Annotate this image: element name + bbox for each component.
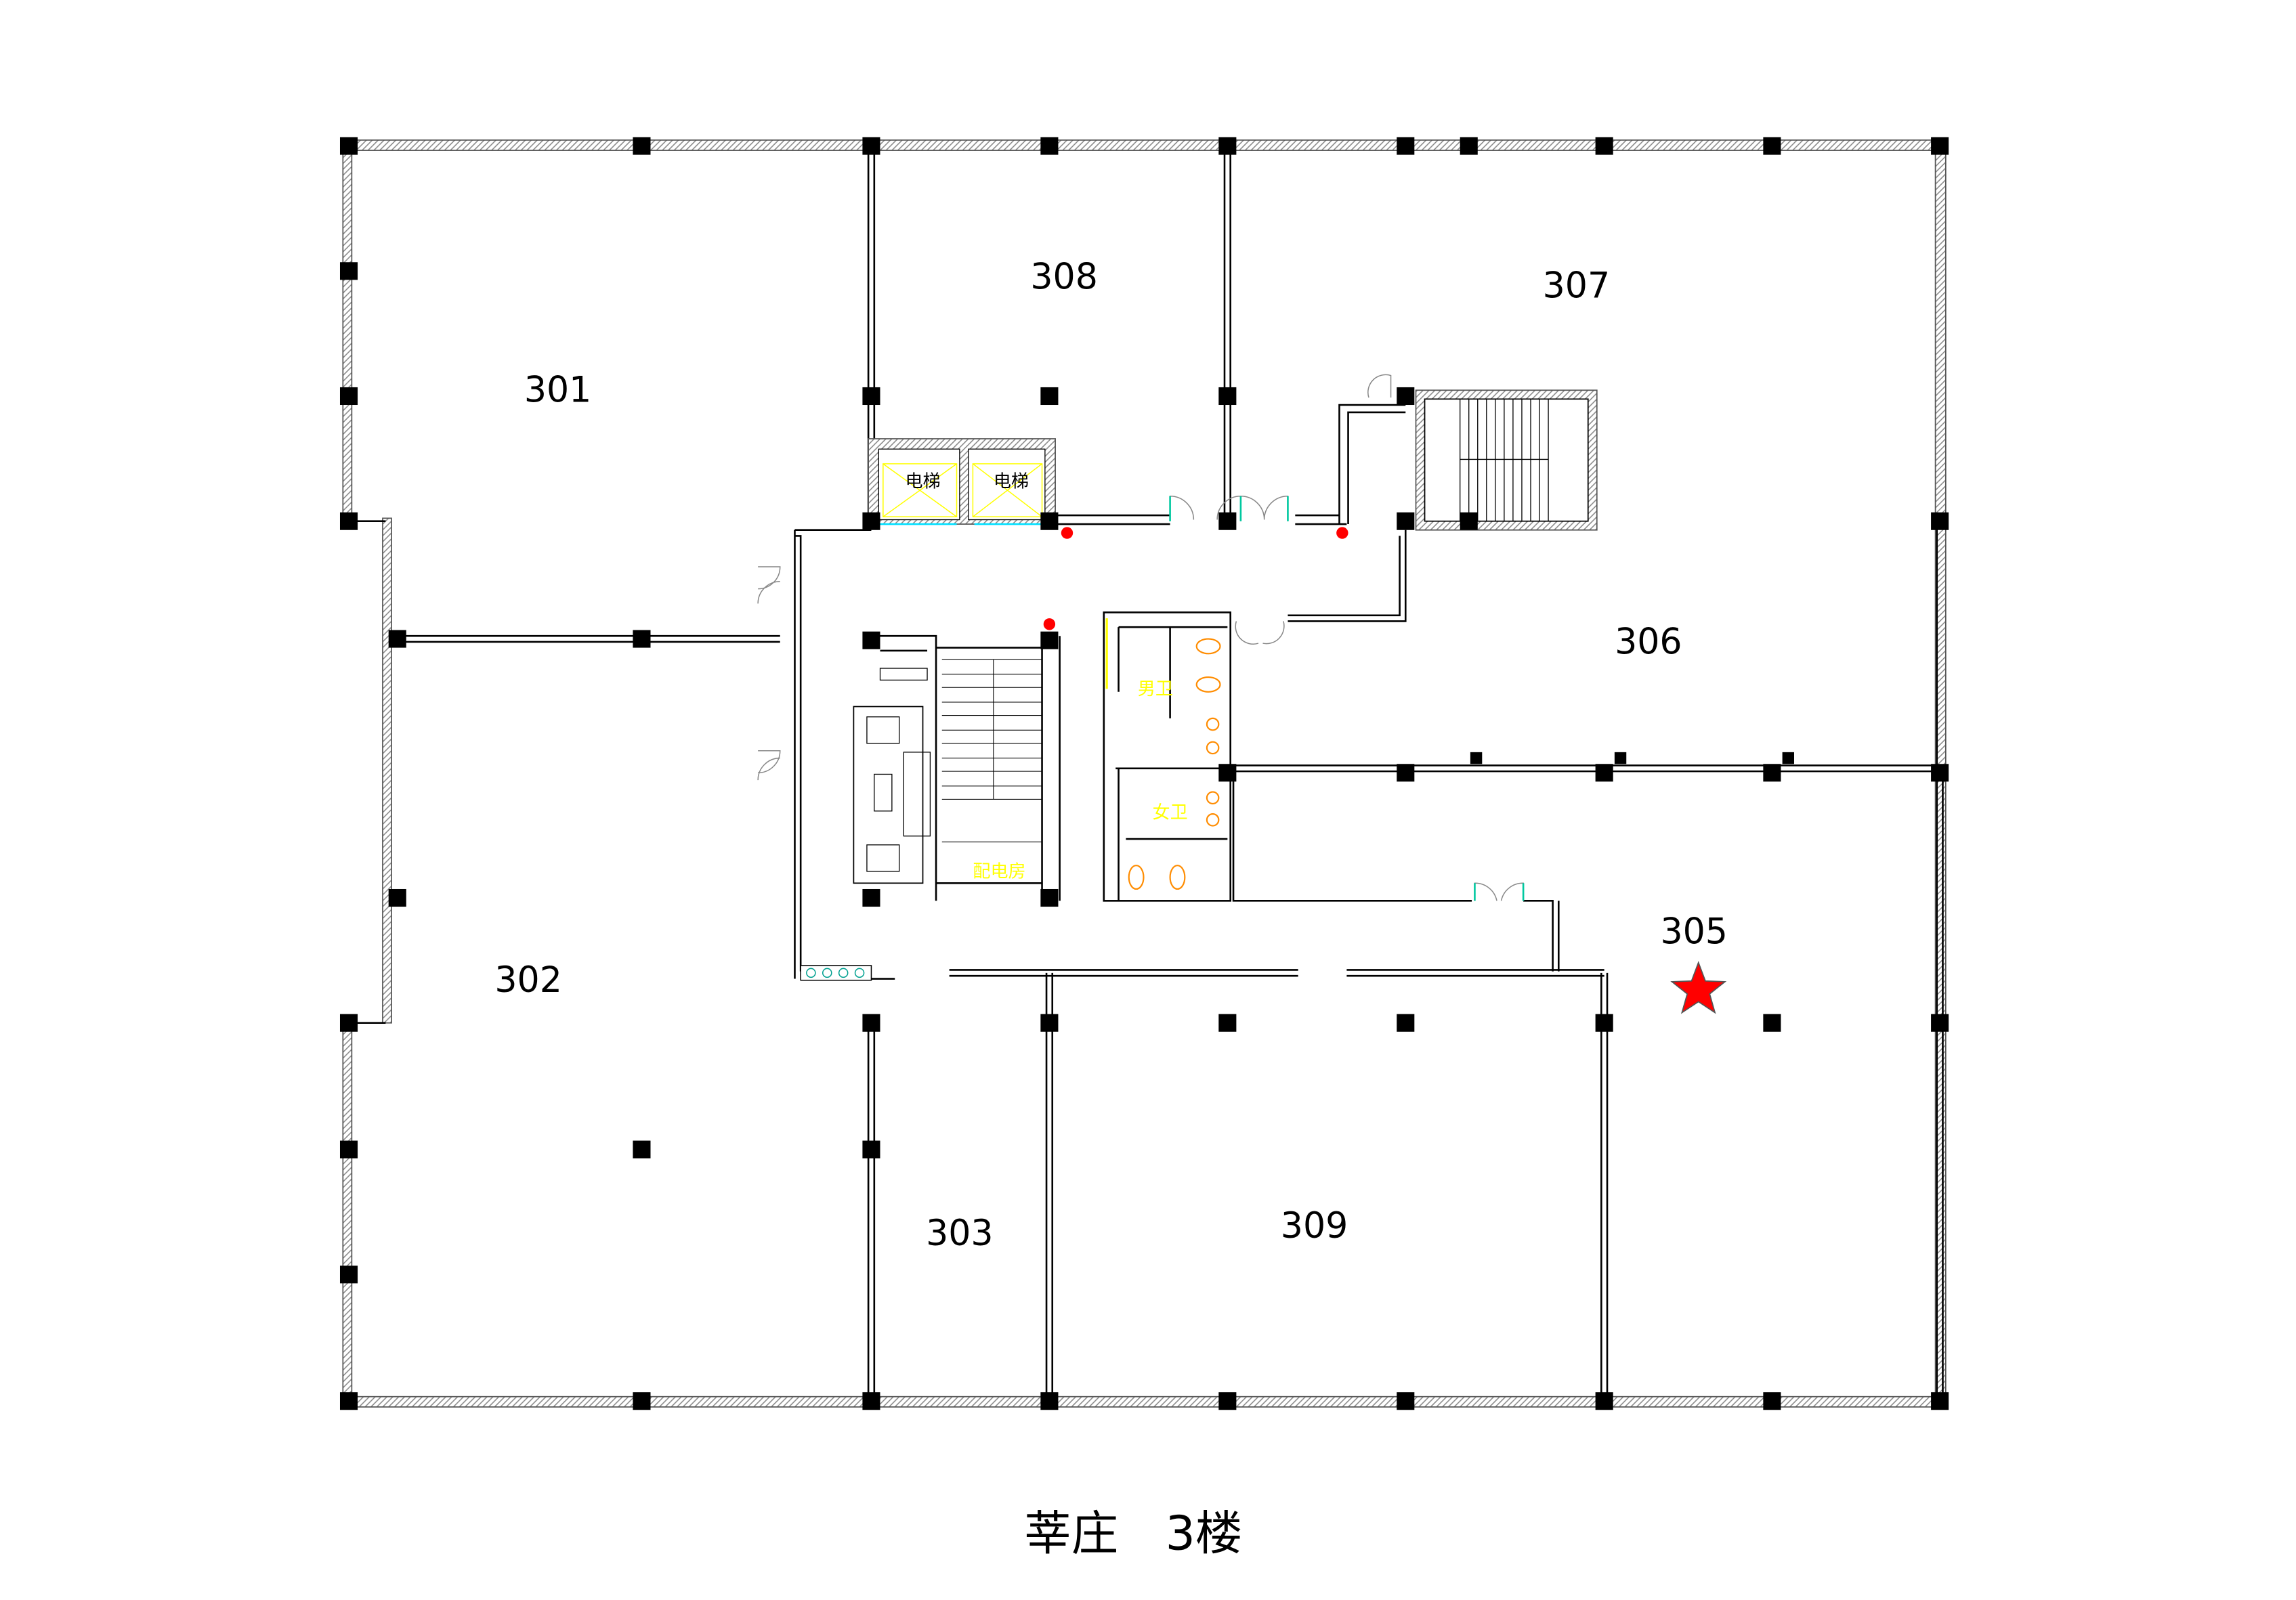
power-room-label: 配电房 xyxy=(973,862,1025,882)
elevator-1-label: 电梯 xyxy=(905,472,940,492)
room-301-label: 301 xyxy=(524,370,592,411)
elevator-2-label: 电梯 xyxy=(994,472,1029,492)
fire-hydrants xyxy=(1043,527,1348,630)
womens-restroom-label: 女卫 xyxy=(1153,803,1188,823)
room-307-label: 307 xyxy=(1543,265,1611,306)
interior-walls xyxy=(391,146,1944,1402)
central-stair-core: 配电房 xyxy=(853,634,1061,901)
room-303-label: 303 xyxy=(926,1213,994,1254)
stairwell-north xyxy=(1415,389,1598,531)
mens-restroom-label: 男卫 xyxy=(1138,679,1173,699)
room-309-label: 309 xyxy=(1281,1206,1348,1247)
room-305-label: 305 xyxy=(1660,911,1728,952)
elevator-bank: 电梯 电梯 xyxy=(868,438,1056,525)
floor-title: 莘庄 3楼 xyxy=(1024,1507,1242,1561)
doors xyxy=(757,374,1525,901)
room-306-label: 306 xyxy=(1615,622,1682,662)
star-icon xyxy=(1670,961,1727,1014)
room-302-label: 302 xyxy=(494,960,562,1001)
structural-columns xyxy=(339,137,1949,1410)
corridor-fixtures xyxy=(800,965,872,981)
restrooms: 男卫 女卫 xyxy=(1103,611,1231,902)
room-308-label: 308 xyxy=(1030,257,1098,297)
